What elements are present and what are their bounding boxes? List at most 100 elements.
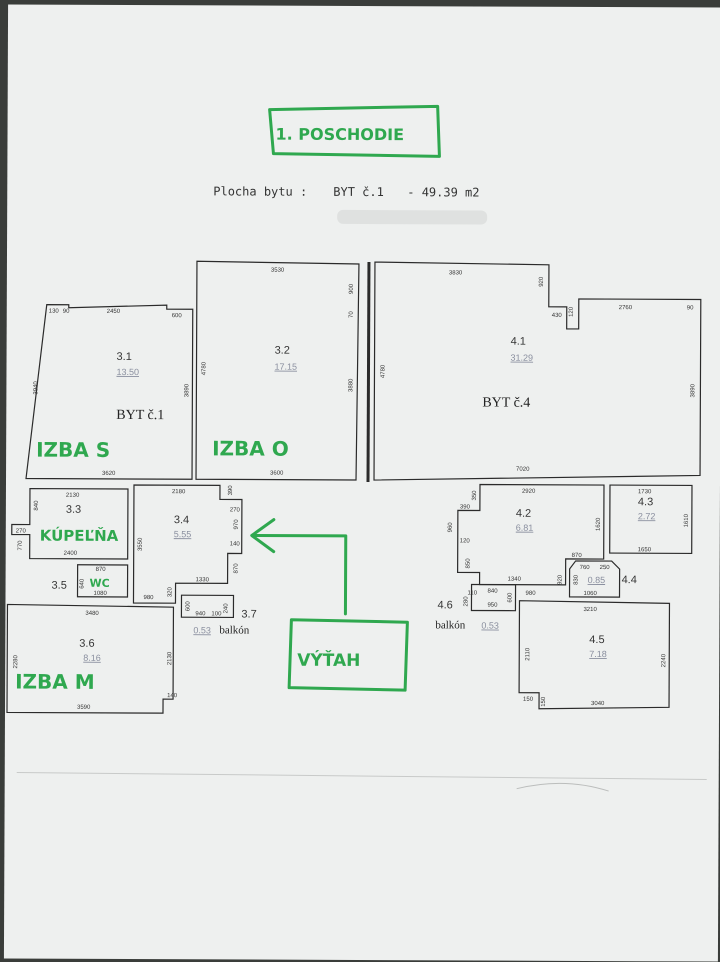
dimension-label: 90	[63, 309, 70, 315]
room-label: balkón	[219, 624, 249, 636]
dimension-label: 110	[468, 590, 478, 596]
dimension-label: 2920	[522, 489, 536, 495]
room-3-6: 3480 2280 2130 140 3590 3.6 8.16 IZBA M	[6, 603, 178, 714]
room-outline	[132, 484, 243, 604]
dimension-label: 850	[466, 558, 472, 569]
dimension-label: 600	[185, 601, 191, 612]
dimension-label: 2240	[661, 653, 667, 667]
dimension-label: 830	[574, 574, 580, 585]
room-label: balkón	[435, 619, 465, 631]
dimension-label: 760	[580, 565, 591, 571]
stamp-mark	[516, 782, 609, 792]
room-3-1: 2450 130 90 600 3940 3890 3620 3.1 13.50…	[25, 304, 194, 480]
dimension-label: 840	[488, 589, 499, 595]
room-number: 4.2	[516, 508, 531, 520]
room-3-5: 870 640 1080 3.5 WC	[52, 564, 129, 598]
dimension-label: 3550	[138, 537, 144, 551]
apartment-label: BYT č.4	[482, 396, 530, 411]
room-outline	[180, 594, 235, 619]
dimension-label: 120	[569, 306, 575, 317]
dimension-label: 2130	[167, 651, 173, 665]
dimension-label: 970	[234, 519, 240, 530]
dimension-label: 2130	[66, 493, 80, 499]
room-area: 0.53	[193, 625, 211, 635]
dividing-wall	[366, 262, 371, 483]
room-marker-label: IZBA O	[212, 436, 289, 460]
room-outline	[568, 560, 621, 598]
room-area: 17.15	[274, 362, 297, 372]
dimension-label: 3480	[85, 611, 99, 617]
apartment-number: BYT č.1	[333, 185, 384, 199]
dimension-label: 390	[460, 504, 471, 510]
dimension-label: 2110	[525, 647, 531, 661]
page-fold-line	[16, 771, 707, 781]
dimension-label: 3830	[449, 270, 463, 276]
elevator-arrow-line	[254, 534, 348, 616]
dimension-label: 4780	[380, 364, 386, 378]
room-number: 3.3	[66, 504, 81, 516]
dimension-label: 1080	[94, 591, 108, 597]
room-number: 3.4	[174, 514, 189, 526]
dimension-label: 4780	[201, 361, 207, 375]
dimension-label: 920	[558, 574, 564, 585]
dimension-label: 1620	[596, 517, 602, 531]
room-number: 4.3	[638, 496, 653, 508]
dimension-label: 640	[80, 578, 86, 589]
room-outline	[11, 487, 129, 560]
room-area: 0.53	[481, 621, 499, 631]
room-3-7: 600 940 100 240 3.7 0.53 balkón	[180, 594, 257, 637]
dimension-label: 980	[526, 591, 537, 597]
room-area: 0.85	[588, 575, 606, 585]
room-number: 4.4	[622, 574, 637, 586]
room-area: 8.16	[83, 653, 101, 663]
dimension-label: 150	[541, 696, 547, 707]
room-number: 4.5	[589, 634, 604, 646]
dimension-label: 870	[572, 553, 583, 559]
room-outline	[518, 600, 671, 710]
dimension-label: 950	[487, 603, 498, 609]
dimension-label: 3890	[690, 383, 696, 397]
area-label: Plocha bytu :	[213, 184, 307, 198]
room-4-1: 3830 920 430 120 2760 90 4780 3890 7020 …	[373, 261, 702, 481]
dimension-label: 120	[460, 538, 471, 544]
room-outline	[76, 564, 129, 598]
room-4-4: 760 250 830 1060 0.85 4.4	[568, 560, 637, 598]
elevator-marker-box	[287, 618, 409, 692]
dimension-label: 350	[472, 490, 478, 501]
dimension-label: 1730	[638, 489, 652, 495]
room-number: 3.5	[52, 580, 67, 592]
elevator-label: VÝŤAH	[297, 649, 360, 671]
room-4-3: 1730 1610 1650 4.3 2.72	[609, 484, 693, 555]
room-number: 3.2	[275, 345, 290, 357]
dimension-label: 130	[49, 309, 60, 315]
dimension-label: 3940	[33, 381, 39, 395]
dimension-label: 150	[523, 697, 534, 703]
dimension-label: 920	[539, 276, 545, 287]
dimension-label: 70	[349, 311, 355, 318]
dimension-label: 3590	[77, 705, 91, 711]
dimension-label: 3210	[583, 607, 597, 613]
room-area: 6.81	[516, 523, 534, 533]
dimension-label: 250	[600, 565, 611, 571]
room-marker-label: IZBA M	[15, 669, 95, 693]
dimension-label: 2400	[64, 551, 78, 557]
room-outline	[470, 583, 517, 612]
dimension-label: 3040	[591, 701, 605, 707]
room-number: 3.6	[79, 638, 94, 650]
room-number: 3.1	[117, 351, 132, 363]
dimension-label: 870	[96, 567, 107, 573]
dimension-label: 3890	[184, 383, 190, 397]
floor-plan: 1. POSCHODIE Plocha bytu : BYT č.1 - 49.…	[6, 104, 707, 792]
dimension-label: 240	[223, 603, 229, 614]
dimension-label: 840	[34, 500, 40, 511]
room-4-5: 3210 2110 2240 3040 150 150 4.5 7.18	[518, 600, 671, 710]
dimension-label: 7020	[516, 467, 530, 473]
dimension-label: 270	[16, 528, 27, 534]
paper-sheet: 1. POSCHODIE Plocha bytu : BYT č.1 - 49.…	[3, 4, 720, 962]
dimension-label: 1060	[584, 591, 598, 597]
room-outline	[609, 484, 693, 555]
dimension-label: 600	[172, 313, 183, 319]
room-number: 4.6	[437, 599, 452, 611]
room-3-4: 2180 390 270 970 140 3550 870 1330 980 3…	[132, 484, 243, 604]
dimension-label: 1330	[196, 577, 210, 583]
